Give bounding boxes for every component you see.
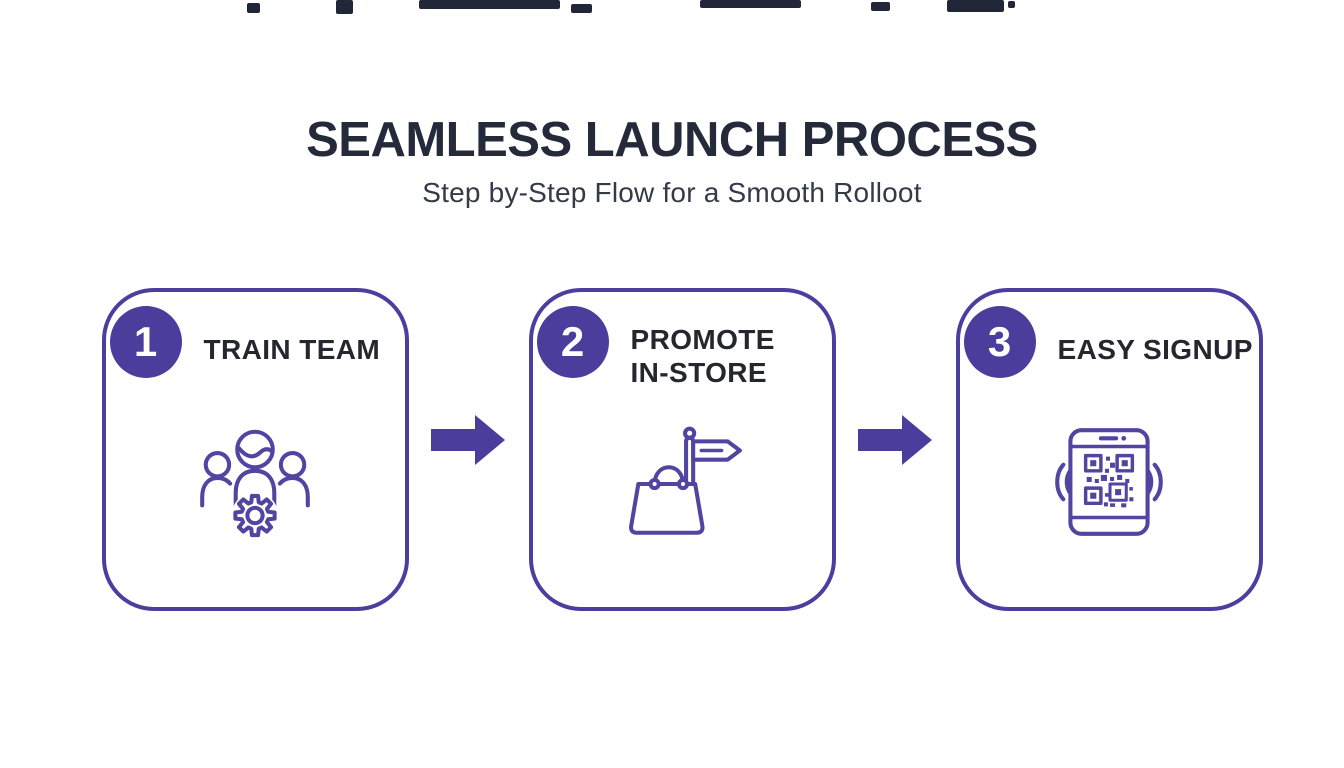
step-number-badge: 3 [963, 306, 1036, 378]
step-card-train-team: 1 TRAIN TEAM [101, 288, 409, 611]
top-edge-artifact [419, 0, 560, 9]
page-subtitle: Step by-Step Flow for a Smooth Rolloot [422, 177, 922, 208]
phone-qr-scan-icon [1043, 416, 1175, 548]
top-edge-artifact [947, 0, 1004, 12]
step-label: TRAIN TEAM [203, 334, 381, 365]
page-title: SEAMLESS LAUNCH PROCESS [306, 113, 1038, 167]
process-flow: 1 TRAIN TEAM [0, 288, 1344, 611]
top-edge-artifact [871, 2, 890, 11]
flow-arrow-right-icon [857, 412, 934, 468]
step-card-promote-in-store: 2 PROMOTE IN-STORE [528, 288, 836, 611]
shopping-bag-signpost-icon [616, 416, 748, 548]
top-edge-artifact [247, 3, 260, 13]
step-label: EASY SIGNUP [1057, 334, 1253, 365]
top-edge-artifact [1008, 1, 1015, 8]
step-number-badge: 1 [109, 306, 182, 378]
header: SEAMLESS LAUNCH PROCESS Step by-Step Flo… [0, 116, 1344, 209]
step-number-badge: 2 [536, 306, 609, 378]
flow-arrow-right-icon [430, 412, 507, 468]
step-card-easy-signup: 3 EASY SIGNUP [955, 288, 1263, 611]
step-label: PROMOTE IN-STORE [630, 324, 775, 388]
top-edge-artifact [571, 4, 592, 13]
top-edge-artifact [700, 0, 801, 8]
top-edge-artifact [336, 0, 353, 14]
team-gear-icon [189, 416, 321, 548]
